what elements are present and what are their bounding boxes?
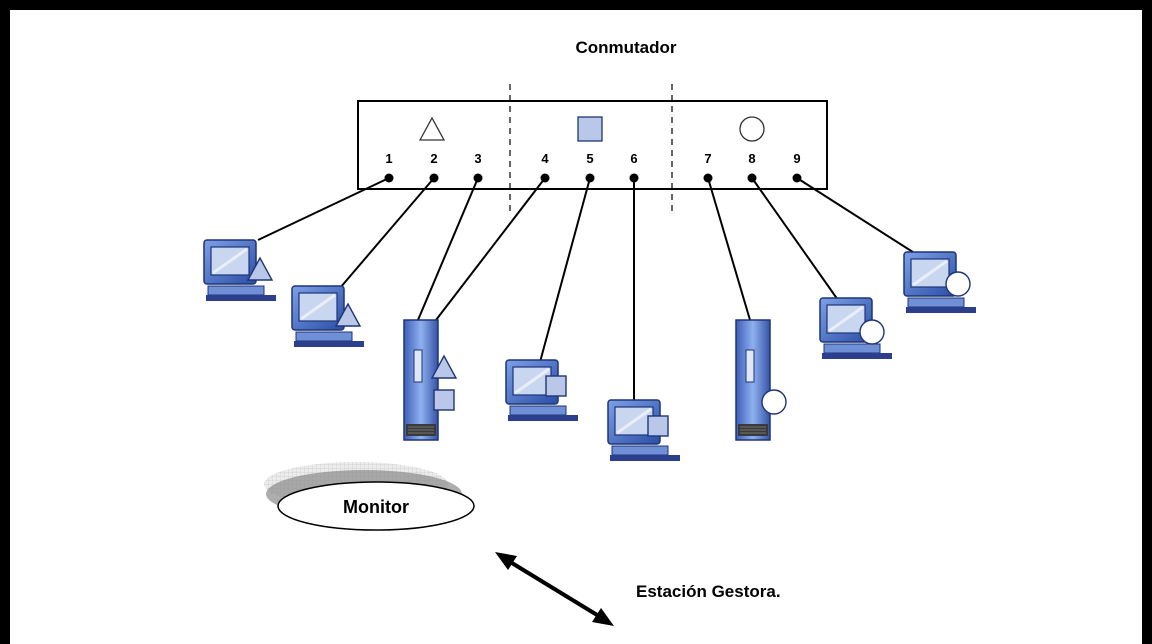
switch-title: Conmutador xyxy=(575,38,676,57)
pc-port-1-icon xyxy=(202,238,278,303)
double-arrow-icon xyxy=(495,552,614,626)
cable-port-3 xyxy=(417,177,479,321)
server-port-3-4-icon xyxy=(403,319,457,441)
cable-port-4 xyxy=(435,177,546,321)
station-label: Estación Gestora. xyxy=(636,582,781,601)
port-label-7: 7 xyxy=(704,151,711,166)
port-dot-5 xyxy=(585,173,595,183)
port-label-9: 9 xyxy=(793,151,800,166)
cable-port-2 xyxy=(339,177,435,289)
square-icon xyxy=(577,116,603,142)
port-label-1: 1 xyxy=(385,151,392,166)
cable-port-1 xyxy=(257,177,390,241)
port-dot-7 xyxy=(703,173,713,183)
cable-port-5 xyxy=(539,177,591,363)
port-dot-6 xyxy=(629,173,639,183)
triangle-icon xyxy=(418,116,446,141)
cable-port-7 xyxy=(707,177,751,321)
port-dot-1 xyxy=(384,173,394,183)
port-dot-9 xyxy=(792,173,802,183)
pc-port-8-icon xyxy=(818,296,894,361)
port-dot-4 xyxy=(540,173,550,183)
cable-port-9 xyxy=(796,177,917,255)
server-port-7-icon xyxy=(735,319,787,441)
port-label-2: 2 xyxy=(430,151,437,166)
pc-port-5-icon xyxy=(504,358,580,423)
port-label-6: 6 xyxy=(630,151,637,166)
port-label-5: 5 xyxy=(586,151,593,166)
port-label-4: 4 xyxy=(541,151,549,166)
cable-port-8 xyxy=(751,177,839,301)
port-dot-2 xyxy=(429,173,439,183)
port-dot-3 xyxy=(473,173,483,183)
pc-port-9-icon xyxy=(902,250,978,315)
pc-port-6-icon xyxy=(606,398,682,463)
port-label-3: 3 xyxy=(474,151,481,166)
monitor-node: Monitor xyxy=(264,462,475,531)
port-dot-8 xyxy=(747,173,757,183)
monitor-label: Monitor xyxy=(343,497,409,517)
port-label-8: 8 xyxy=(748,151,755,166)
circle-icon xyxy=(739,116,765,142)
pc-port-2-icon xyxy=(290,284,366,349)
